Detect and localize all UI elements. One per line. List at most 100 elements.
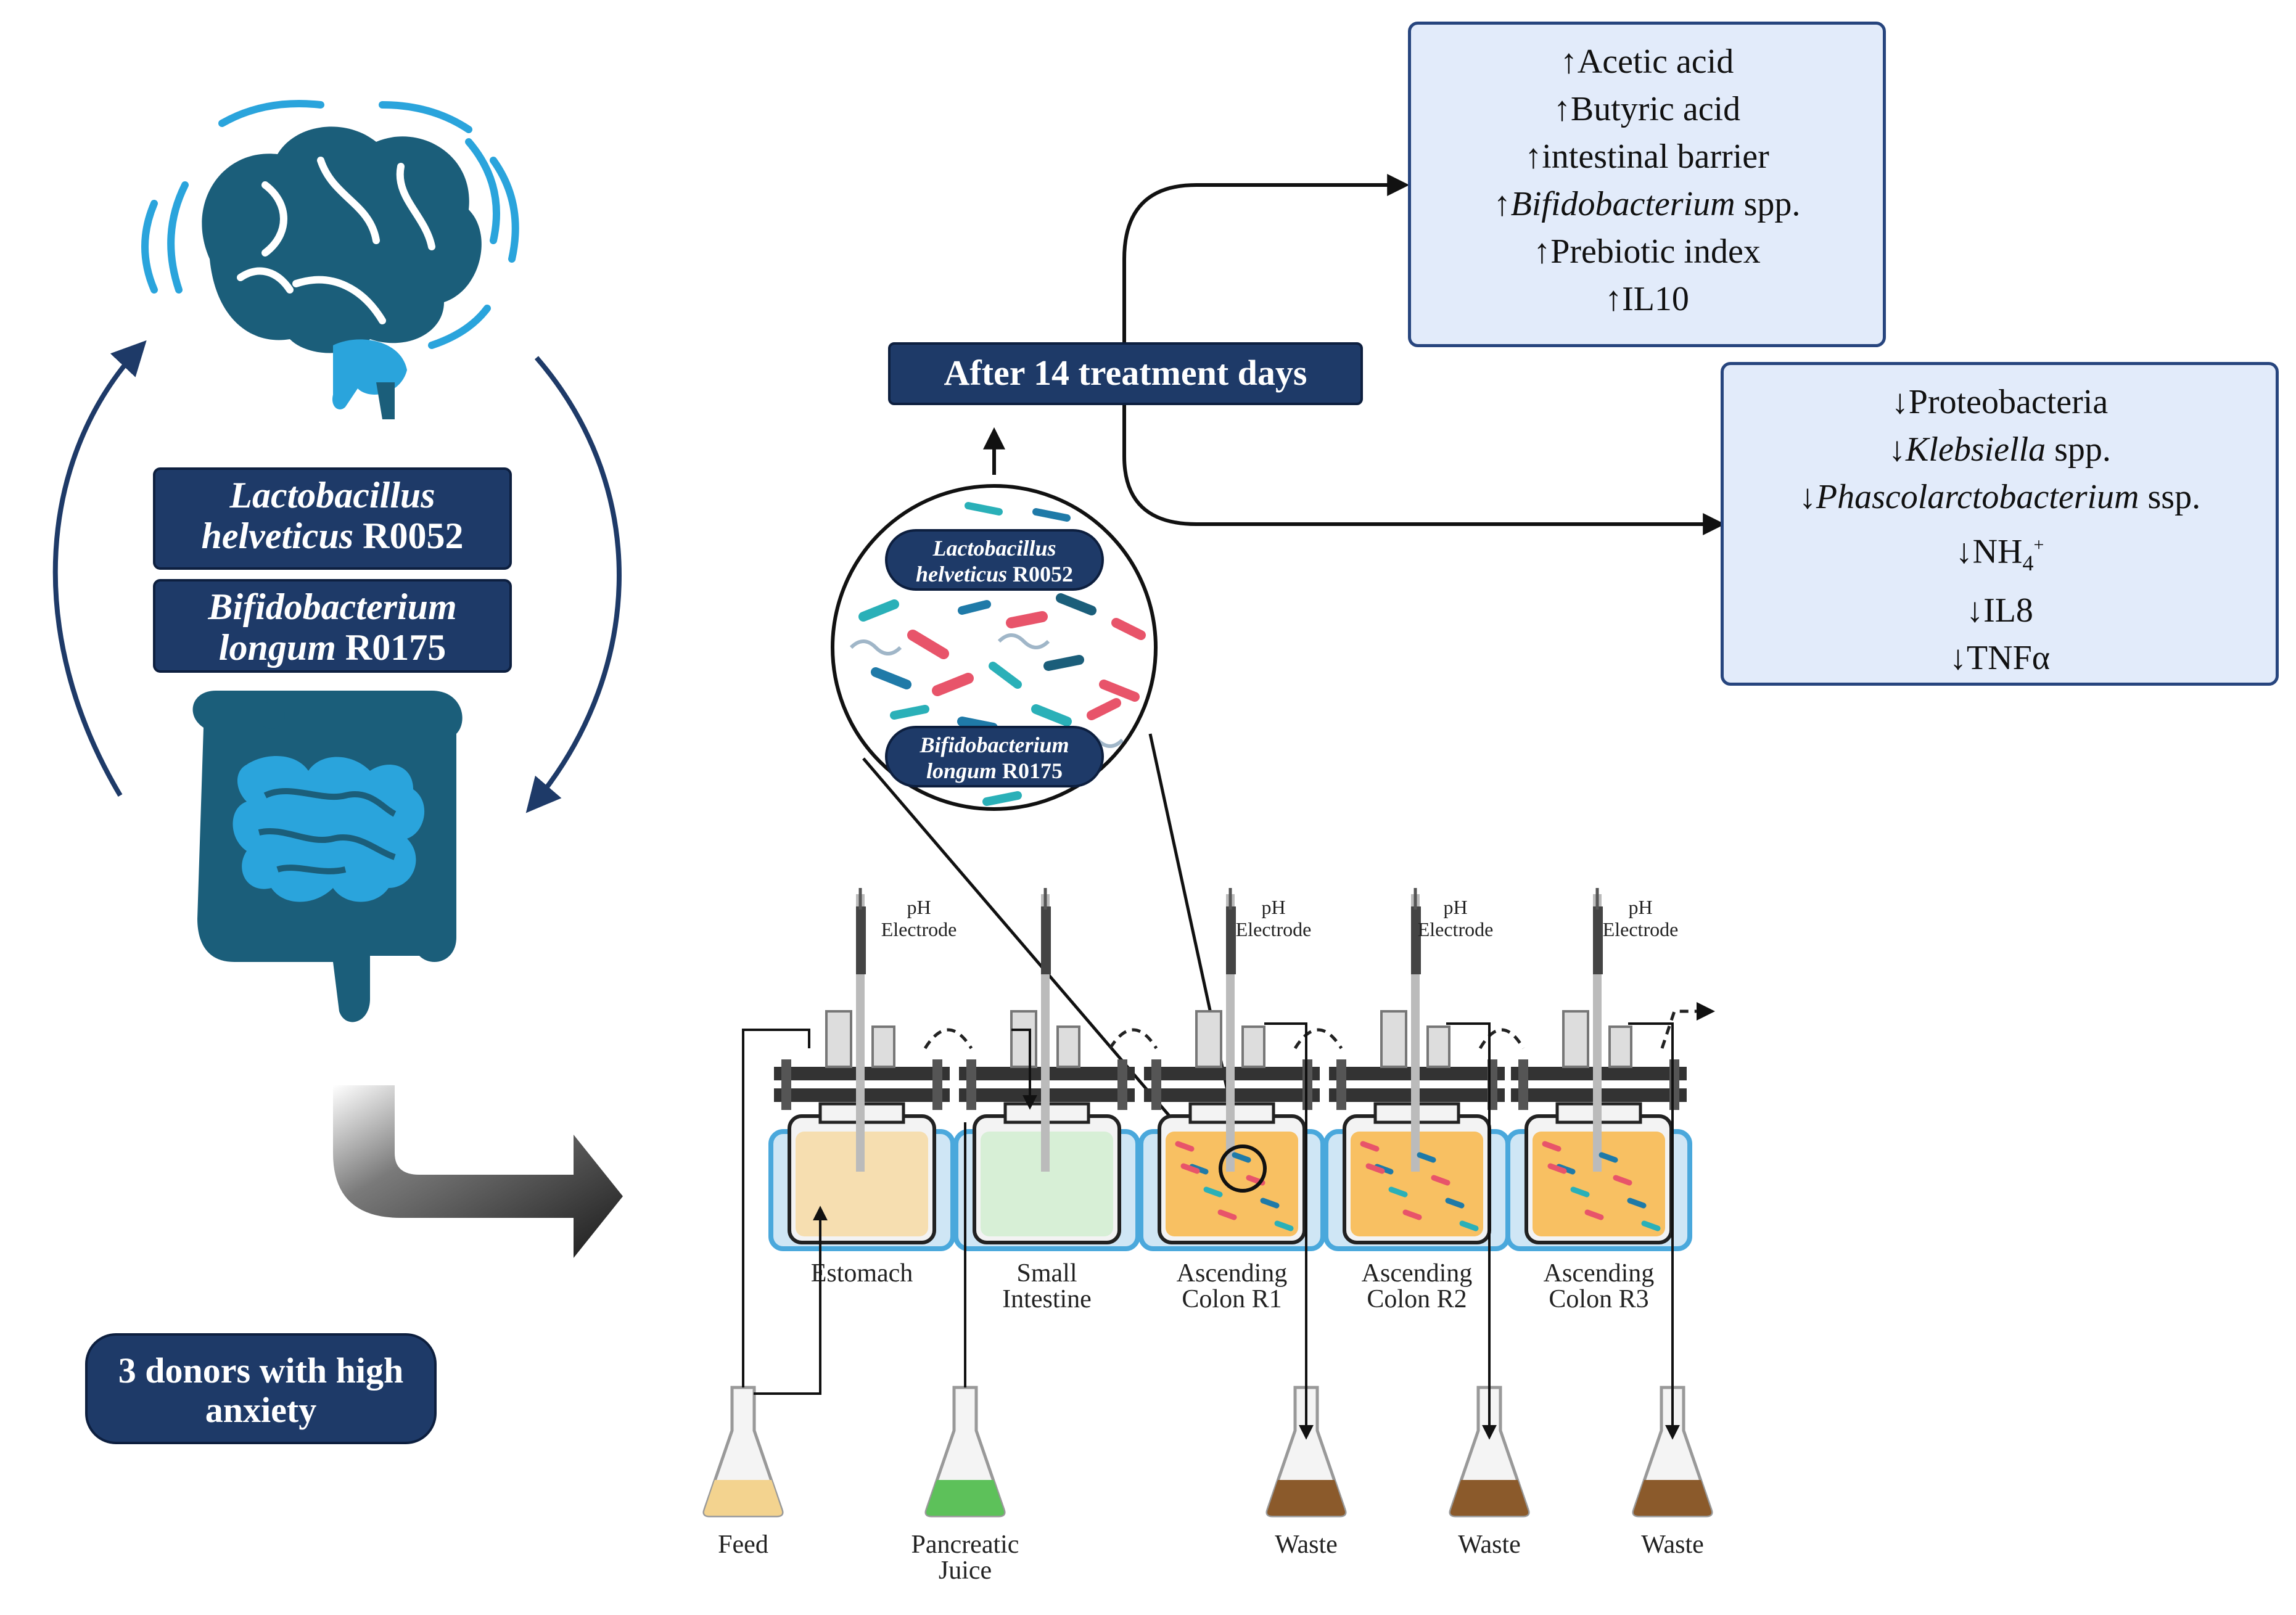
decreased-effects-box: ↓Proteobacteria↓Klebsiella spp.↓Phascola… bbox=[1721, 362, 2279, 686]
lid-bolt bbox=[1336, 1059, 1346, 1110]
reactor-label: Intestine bbox=[1002, 1285, 1092, 1313]
increased-item: ↑Bifidobacterium spp. bbox=[1411, 181, 1883, 228]
decreased-item: ↓Phascolarctobacterium ssp. bbox=[1724, 474, 2276, 521]
decreased-arrow-icon: ↓ bbox=[1955, 532, 1973, 571]
electrode-label: Electrode bbox=[1236, 918, 1312, 940]
increased-item: ↑Butyric acid bbox=[1411, 86, 1883, 133]
increased-text: Acetic acid bbox=[1577, 43, 1734, 81]
bacteria-icon bbox=[1627, 1198, 1647, 1209]
decreased-text: spp. bbox=[2046, 430, 2111, 469]
flask-label: Feed bbox=[718, 1531, 768, 1559]
port bbox=[1380, 1010, 1407, 1068]
strain-code-1: R0052 bbox=[363, 516, 464, 556]
flask-label: Waste bbox=[1458, 1531, 1521, 1559]
reactor-vessel-icon bbox=[1505, 888, 1692, 1251]
decreased-italic-term: Klebsiella bbox=[1906, 430, 2046, 469]
decreased-arrow-icon: ↓ bbox=[1798, 478, 1816, 516]
bacteria-icon bbox=[1542, 1141, 1562, 1152]
increased-text: Butyric acid bbox=[1570, 90, 1741, 128]
bacteria-icon bbox=[1599, 1152, 1618, 1163]
port bbox=[1426, 1025, 1450, 1068]
flask-liquid bbox=[704, 1480, 783, 1516]
flask-liquid bbox=[926, 1480, 1005, 1516]
decreased-subscript: 4 bbox=[2022, 550, 2034, 575]
erlenmeyer-flask-icon bbox=[702, 1386, 784, 1518]
cycle-arrow-up bbox=[52, 340, 147, 797]
electrode-label: pH bbox=[1628, 896, 1652, 918]
bacteria-icon bbox=[849, 502, 1146, 806]
port bbox=[1608, 1025, 1632, 1068]
strain-box-bifidobacterium: Bifidobacterium longum R0175 bbox=[153, 579, 512, 673]
erlenmeyer-flask-icon bbox=[1265, 1386, 1347, 1518]
electrode-label: Electrode bbox=[881, 918, 957, 940]
transfer-line bbox=[1478, 1028, 1525, 1050]
reactor-vessel-icon bbox=[768, 888, 955, 1251]
strain-genus-1: Lactobacillus bbox=[229, 475, 435, 516]
increased-arrow-icon: ↑ bbox=[1605, 280, 1623, 318]
ph-electrode-head bbox=[1593, 906, 1603, 974]
decreased-text: ssp. bbox=[2139, 478, 2201, 516]
waste-tubing bbox=[1628, 1022, 1680, 1440]
bacteria-icon bbox=[1360, 1141, 1380, 1152]
ph-electrode-head bbox=[1041, 906, 1051, 974]
flask-liquid bbox=[1267, 1480, 1346, 1516]
circle-genus-2: Bifidobacterium bbox=[920, 733, 1069, 757]
bacteria-icon bbox=[1402, 1209, 1422, 1220]
increased-italic-term: Bifidobacterium bbox=[1510, 185, 1735, 223]
increased-arrow-icon: ↑ bbox=[1493, 185, 1511, 223]
decreased-text: NH bbox=[1972, 532, 2023, 571]
cycle-arrow-down bbox=[525, 356, 622, 813]
bacteria-icon bbox=[1570, 1186, 1590, 1198]
strain-species-2: longum bbox=[218, 627, 336, 668]
reactor-vessel-icon bbox=[1323, 888, 1510, 1251]
transfer-line bbox=[1293, 1028, 1343, 1050]
circle-species-2: longum bbox=[926, 758, 997, 783]
increased-arrow-icon: ↑ bbox=[1524, 138, 1542, 176]
increased-text: IL10 bbox=[1622, 280, 1689, 318]
electrode-label: Electrode bbox=[1418, 918, 1494, 940]
bacteria-icon bbox=[1217, 1209, 1237, 1220]
decreased-italic-term: Phascolarctobacterium bbox=[1816, 478, 2139, 516]
decreased-item: ↓TNFα bbox=[1724, 635, 2276, 682]
bacteria-icon bbox=[1431, 1175, 1450, 1186]
bacteria-icon bbox=[1180, 1163, 1200, 1174]
decreased-item: ↓NH4+ bbox=[1724, 521, 2276, 587]
lid-bolt bbox=[1518, 1059, 1528, 1110]
erlenmeyer-flask-icon bbox=[924, 1386, 1006, 1518]
bacteria-icon bbox=[1459, 1220, 1479, 1231]
circle-strain-label-1: Lactobacillus helveticus R0052 bbox=[885, 529, 1104, 591]
port bbox=[1195, 1010, 1222, 1068]
increased-text: intestinal barrier bbox=[1542, 138, 1769, 176]
lid-bolt bbox=[966, 1059, 976, 1110]
circle-species-1: helveticus bbox=[916, 562, 1007, 586]
bacteria-icon bbox=[1388, 1186, 1408, 1198]
flask-label: Waste bbox=[1275, 1531, 1338, 1559]
bacteria-icon bbox=[1232, 1152, 1251, 1163]
vessel-content bbox=[1166, 1132, 1298, 1236]
circle-code-2: R0175 bbox=[1002, 758, 1063, 783]
donors-label: 3 donors with high anxiety bbox=[85, 1333, 437, 1444]
bacteria-icon bbox=[1547, 1163, 1567, 1174]
increased-arrow-icon: ↑ bbox=[1560, 43, 1578, 81]
lid-bolt bbox=[1151, 1059, 1161, 1110]
reactor-label: Colon R1 bbox=[1182, 1285, 1282, 1313]
port bbox=[1562, 1010, 1589, 1068]
increased-item: ↑Prebiotic index bbox=[1411, 228, 1883, 276]
brain-icon bbox=[141, 100, 519, 419]
increased-item: ↑Acetic acid bbox=[1411, 38, 1883, 86]
intestine-icon bbox=[192, 691, 463, 1022]
ph-electrode-head bbox=[1226, 906, 1236, 974]
zoom-target-circle bbox=[1219, 1144, 1267, 1193]
flask-label: Pancreatic bbox=[911, 1531, 1019, 1559]
bacteria-icon bbox=[1613, 1175, 1632, 1186]
increased-text: Prebiotic index bbox=[1550, 232, 1761, 271]
increased-effects-box: ↑Acetic acid↑Butyric acid↑intestinal bar… bbox=[1408, 22, 1886, 347]
decreased-arrow-icon: ↓ bbox=[1891, 383, 1909, 421]
erlenmeyer-flask-icon bbox=[1632, 1386, 1713, 1518]
reactor-label: Small bbox=[1016, 1259, 1077, 1288]
increased-item: ↑IL10 bbox=[1411, 276, 1883, 323]
circle-code-1: R0052 bbox=[1012, 562, 1073, 586]
bacteria-icon bbox=[1584, 1209, 1604, 1220]
circle-strain-label-2: Bifidobacterium longum R0175 bbox=[885, 726, 1104, 787]
